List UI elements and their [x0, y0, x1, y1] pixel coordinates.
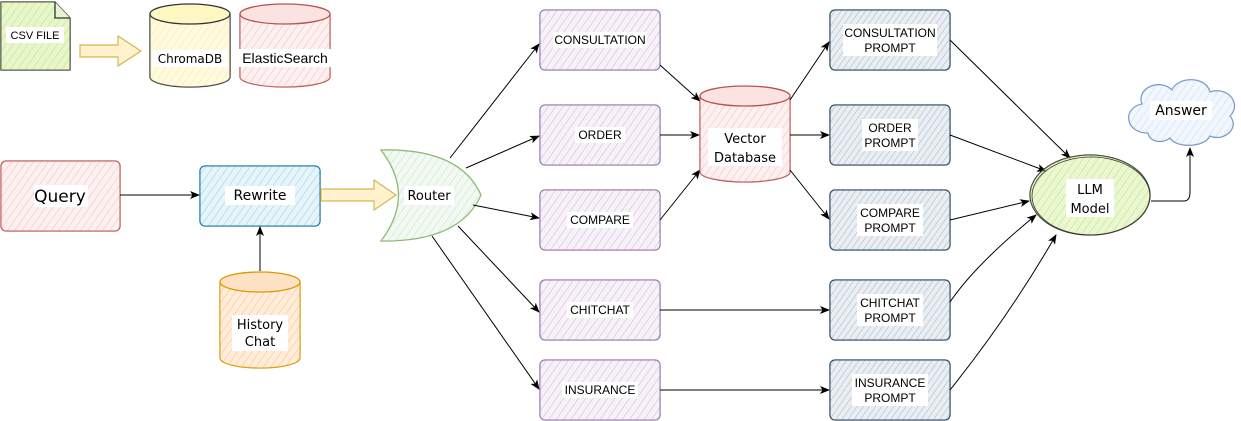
edge-chitchat-prompt-llm [949, 214, 1037, 303]
edge-compare-vectordb [659, 169, 701, 221]
chromadb-node: ChromaDB [149, 3, 231, 88]
rewrite-label: Rewrite [234, 188, 287, 204]
edge-order-prompt-llm [949, 134, 1047, 172]
edge-vectordb-compare-prompt [789, 169, 830, 220]
order-prompt-label-line1: ORDER [868, 121, 912, 135]
compare-prompt-label-line1: COMPARE [860, 206, 920, 220]
elasticsearch-node: ElasticSearch [238, 3, 332, 88]
query-node: Query [0, 160, 121, 232]
edge-router-chitchat [457, 225, 540, 313]
route-chitchat-node: CHITCHAT [539, 279, 661, 341]
chitchat-prompt-label-line2: PROMPT [864, 311, 916, 325]
compare-prompt-label-line2: PROMPT [864, 221, 916, 235]
consultation-prompt-node: CONSULTATION PROMPT [829, 9, 951, 71]
edge-router-insurance [431, 235, 540, 390]
csv-file-label: CSV FILE [11, 30, 60, 42]
rewrite-router-arrow [320, 178, 398, 212]
edge-compare-prompt-llm [949, 199, 1030, 221]
route-compare-node: COMPARE [539, 189, 661, 251]
consultation-prompt-label-line2: PROMPT [864, 41, 916, 55]
history-chat-label-line1: History [237, 318, 284, 333]
route-consultation-node: CONSULTATION [539, 9, 661, 71]
vector-database-label-line1: Vector [724, 132, 766, 147]
csv-file-node: CSV FILE [0, 1, 71, 71]
router-label: Router [407, 189, 451, 204]
route-chitchat-label: CHITCHAT [570, 303, 630, 317]
llm-model-node: LLM Model [1029, 154, 1151, 236]
insurance-prompt-label-line1: INSURANCE [855, 376, 926, 390]
answer-node: Answer [1128, 79, 1236, 146]
edge-consultation-vectordb [659, 64, 701, 102]
edge-insurance-prompt-llm [949, 234, 1057, 391]
route-insurance-node: INSURANCE [539, 359, 661, 421]
ingest-arrow [79, 34, 143, 68]
vector-database-label-line2: Database [714, 151, 776, 166]
chitchat-prompt-node: CHITCHAT PROMPT [829, 279, 951, 341]
route-insurance-label: INSURANCE [565, 383, 636, 397]
edge-router-consultation [449, 43, 540, 159]
router-node: Router [379, 149, 482, 242]
route-order-node: ORDER [539, 104, 661, 166]
chromadb-label: ChromaDB [158, 52, 223, 66]
order-prompt-label-line2: PROMPT [864, 136, 916, 150]
route-compare-label: COMPARE [570, 213, 630, 227]
edge-llm-answer [1151, 147, 1194, 202]
chitchat-prompt-label-line1: CHITCHAT [860, 296, 920, 310]
edge-router-compare [472, 204, 540, 221]
insurance-prompt-node: INSURANCE PROMPT [829, 359, 951, 421]
edge-router-order [465, 135, 540, 169]
llm-model-label-line1: LLM [1077, 183, 1103, 198]
route-consultation-label: CONSULTATION [554, 33, 645, 47]
query-label: Query [34, 187, 86, 207]
consultation-prompt-label-line1: CONSULTATION [844, 26, 935, 40]
compare-prompt-node: COMPARE PROMPT [829, 189, 951, 251]
order-prompt-node: ORDER PROMPT [829, 104, 951, 166]
edge-vectordb-consultation-prompt [789, 41, 830, 101]
answer-label: Answer [1155, 103, 1207, 119]
history-chat-label-line2: Chat [245, 335, 275, 350]
history-chat-node: History Chat [219, 271, 301, 369]
llm-model-label-line2: Model [1070, 202, 1109, 217]
rewrite-node: Rewrite [199, 165, 321, 227]
elasticsearch-label: ElasticSearch [242, 50, 328, 66]
vector-database-node: Vector Database [699, 85, 791, 183]
route-order-label: ORDER [578, 128, 622, 142]
insurance-prompt-label-line2: PROMPT [864, 391, 916, 405]
edge-consultation-prompt-llm [949, 39, 1071, 159]
